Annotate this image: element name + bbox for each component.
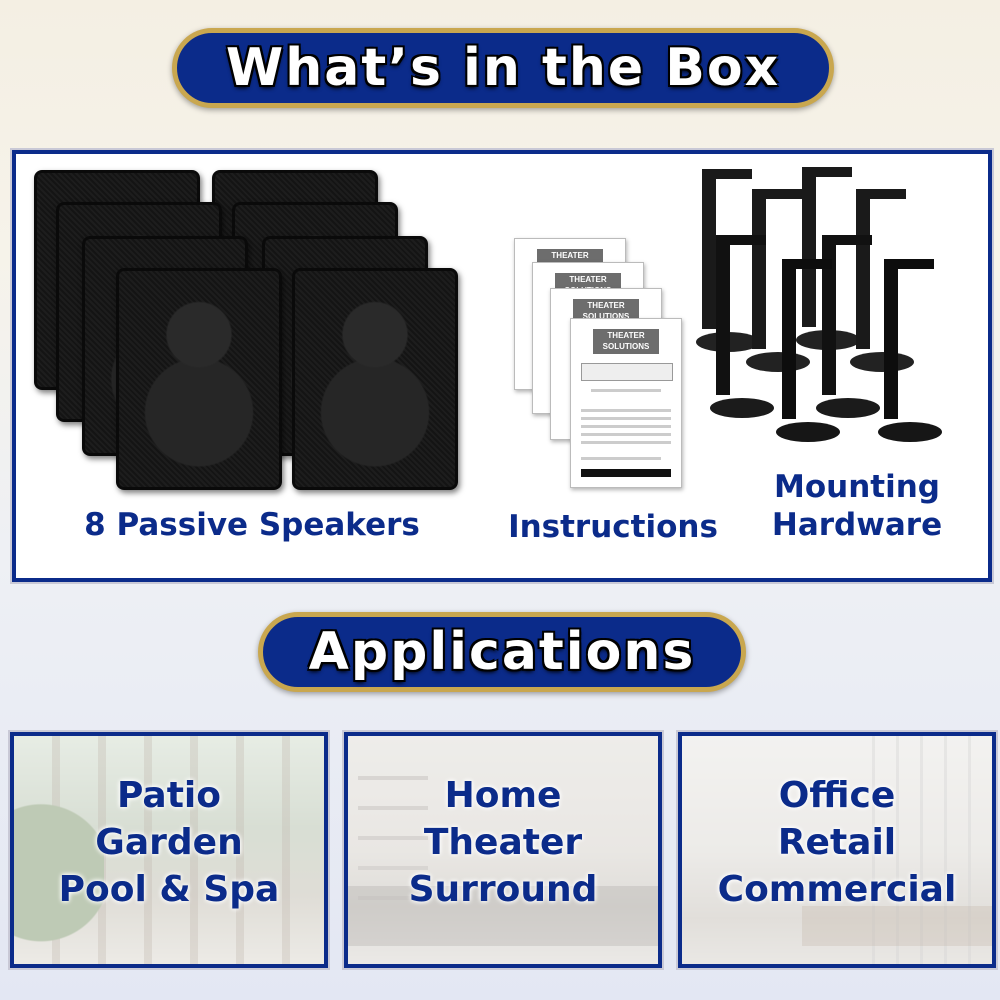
- application-tile-office: Office Retail Commercial: [678, 732, 996, 968]
- mounting-bracket-image: [816, 235, 880, 418]
- application-line: Surround: [408, 869, 598, 910]
- box-title: What’s in the Box: [225, 38, 781, 98]
- applications-title: Applications: [308, 622, 696, 682]
- speaker-image: [292, 268, 458, 490]
- mounting-bracket-image: [776, 259, 840, 442]
- application-tile-patio: Patio Garden Pool & Spa: [10, 732, 328, 968]
- caption-mounting-line2: Hardware: [771, 507, 943, 543]
- caption-instructions: Instructions: [508, 509, 718, 545]
- application-line: Patio: [117, 775, 221, 816]
- application-line: Commercial: [717, 869, 957, 910]
- application-line: Garden: [95, 822, 243, 863]
- caption-mounting-line1: Mounting: [774, 469, 940, 505]
- speaker-image: [116, 268, 282, 490]
- box-title-banner: What’s in the Box: [172, 28, 834, 108]
- application-line: Pool & Spa: [58, 869, 280, 910]
- application-line: Office: [778, 775, 896, 816]
- caption-mounting-hardware: Mounting Hardware: [750, 468, 964, 544]
- caption-speakers: 8 Passive Speakers: [84, 507, 420, 543]
- application-line: Retail: [777, 822, 897, 863]
- mounting-bracket-image: [878, 259, 942, 442]
- mounting-bracket-image: [710, 235, 774, 418]
- application-line: Home: [444, 775, 562, 816]
- application-line: Theater: [423, 822, 583, 863]
- applications-title-banner: Applications: [258, 612, 746, 692]
- application-tile-home: Home Theater Surround: [344, 732, 662, 968]
